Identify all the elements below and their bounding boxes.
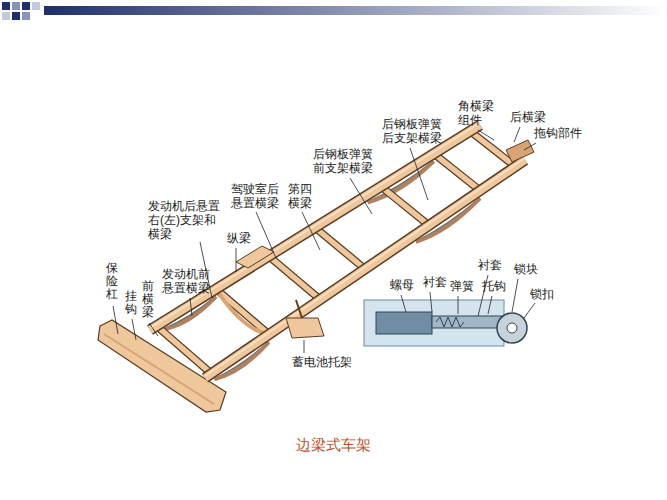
part-label: 弹簧: [450, 280, 474, 294]
part-label: 发动机后悬置 右(左)支架和 横梁: [148, 200, 220, 241]
leader-line: [512, 279, 518, 312]
part-label: 锁块: [514, 263, 538, 277]
cross-member: [157, 326, 212, 374]
part-label: 前横梁: [142, 280, 154, 320]
leader-line: [149, 323, 158, 336]
cross-member-face: [381, 187, 429, 226]
part-label: 托钩: [482, 280, 506, 294]
hook-housing: [376, 312, 432, 334]
leader-line: [236, 248, 237, 272]
cab-mount: [236, 246, 274, 268]
part-label: 拖钩部件: [534, 127, 582, 141]
leader-line: [524, 303, 535, 318]
hook-ring-hole: [507, 323, 517, 333]
leader-line: [478, 130, 494, 140]
engine-mount: [216, 289, 269, 334]
leader-line: [190, 298, 192, 316]
part-label: 锁扣: [530, 288, 554, 302]
cross-member-face: [216, 289, 269, 334]
leader-line: [350, 178, 372, 214]
part-label: 发动机前 悬置横梁: [162, 268, 210, 296]
leader-line: [401, 295, 406, 312]
part-label: 后钢板弹簧 前支架横梁: [313, 148, 373, 176]
header-square: [12, 2, 20, 10]
part-label: 后横梁: [510, 111, 546, 125]
spring-coil: [436, 317, 464, 327]
side-rail-outline: [205, 160, 525, 378]
header-square: [32, 2, 40, 10]
header-square: [22, 2, 30, 10]
battery-bracket: [286, 318, 324, 338]
tow-part: [506, 140, 534, 162]
part-label: 纵梁: [227, 232, 251, 246]
cross-member: [269, 256, 320, 299]
bumper: [98, 320, 226, 412]
part-label: 驾驶室后 悬置横梁: [231, 183, 279, 211]
battery-bracket-arm: [296, 300, 302, 318]
header-bar: [44, 6, 667, 15]
side-rail: [205, 160, 525, 378]
part-label: 后钢板弹簧 后支架横梁: [382, 118, 442, 146]
cross-member-face: [269, 256, 320, 299]
cross-member-face: [315, 228, 365, 270]
header-square: [2, 2, 10, 10]
leader-line: [488, 296, 492, 314]
cross-member-face: [434, 154, 480, 191]
leader-line: [113, 306, 118, 334]
cross-member-face: [157, 326, 212, 374]
part-label: 螺母: [390, 279, 414, 293]
cross-member: [381, 187, 429, 226]
header-square: [12, 12, 20, 20]
part-label: 保险杠: [106, 262, 118, 302]
part-label: 衬套: [423, 276, 447, 290]
leader-line: [256, 212, 276, 258]
cross-member: [216, 289, 269, 334]
leader-line: [458, 296, 459, 314]
leader-line: [514, 127, 520, 142]
leader-line: [410, 148, 428, 200]
hook-inset: [364, 300, 504, 346]
caption: 边梁式车架: [0, 436, 667, 455]
cross-member: [315, 228, 365, 270]
part-label: 蓄电池托架: [292, 356, 352, 370]
leader-line: [132, 319, 136, 340]
part-label: 角横梁 组件: [458, 100, 494, 128]
leader-line: [430, 292, 432, 312]
cross-member: [434, 154, 480, 191]
header-square: [2, 12, 10, 20]
bumper-edge: [104, 334, 214, 404]
hook-shaft: [432, 316, 502, 328]
part-label: 衬套: [478, 259, 502, 273]
part-label: 挂钩: [125, 290, 137, 316]
hook-ring: [497, 313, 527, 343]
part-label: 第四 横梁: [288, 183, 312, 211]
header-square: [22, 12, 30, 20]
leader-line: [524, 143, 536, 150]
leader-line: [302, 212, 320, 250]
side-rail-highlight: [205, 158, 525, 376]
leader-line: [304, 340, 305, 353]
